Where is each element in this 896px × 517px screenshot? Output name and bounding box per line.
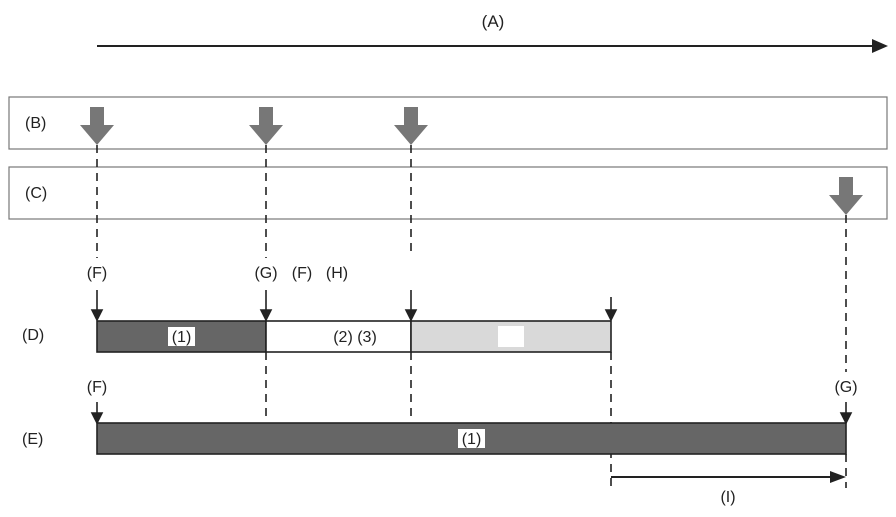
small-down-arrow-icon: [259, 309, 273, 322]
label-C: (C): [25, 185, 47, 202]
small-down-arrow-icon: [404, 309, 418, 322]
label-F-top: (F): [87, 265, 107, 282]
small-down-arrow-icon: [604, 309, 618, 322]
bar-e-ticks: [90, 402, 853, 425]
bar-D: (1) (2) (3): [96, 320, 612, 353]
small-down-arrow-icon: [839, 412, 853, 425]
label-H-mid: (H): [326, 265, 348, 282]
label-G-right: (G): [834, 379, 857, 396]
bar-D-white-block: [498, 326, 524, 347]
bar-E-label-box: [458, 429, 485, 448]
label-D: (D): [22, 327, 44, 344]
bar-d-ticks: [90, 290, 618, 322]
bar-D-segment-2: [265, 320, 412, 353]
bar-D-label-box: [168, 327, 195, 346]
label-E: (E): [22, 431, 43, 448]
dashed-guides: [96, 145, 847, 488]
label-B: (B): [25, 115, 46, 132]
bar-D-segment-1-label: (1): [172, 329, 192, 346]
bar-D-segment-2-label: (2) (3): [333, 329, 377, 346]
lane-markers: [80, 107, 863, 215]
bar-E: (1): [96, 422, 847, 455]
label-I: (I): [720, 489, 735, 506]
lane-B: [8, 96, 888, 150]
bar-E-label: (1): [462, 431, 482, 448]
label-F-left: (F): [87, 379, 107, 396]
lane-C: [8, 166, 888, 220]
label-F-mid: (F): [292, 265, 312, 282]
small-down-arrow-icon: [90, 412, 104, 425]
down-arrow-icon: [80, 107, 114, 145]
time-axis-arrowhead: [872, 39, 888, 53]
down-arrow-icon: [394, 107, 428, 145]
small-down-arrow-icon: [90, 309, 104, 322]
label-A: (A): [482, 12, 505, 31]
down-arrow-icon: [829, 177, 863, 215]
label-G-top: (G): [254, 265, 277, 282]
down-arrow-icon: [249, 107, 283, 145]
interval-arrowhead: [830, 471, 846, 483]
